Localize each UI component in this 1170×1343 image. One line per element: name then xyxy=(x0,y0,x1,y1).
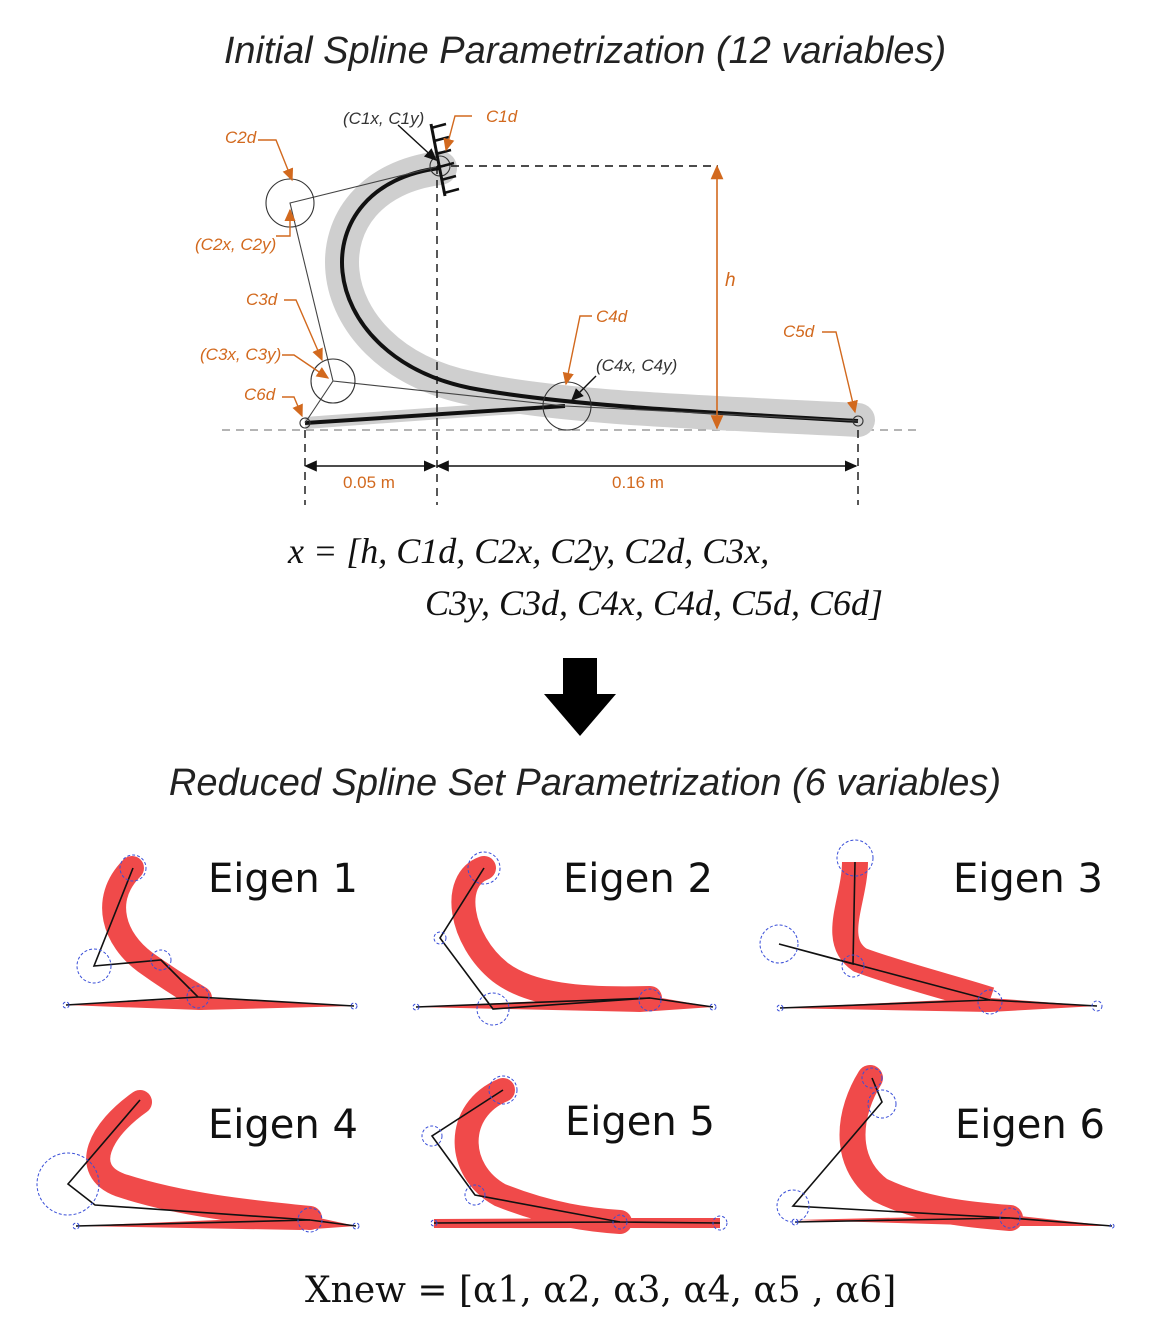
leader-c4d xyxy=(562,315,592,386)
leader-c5d xyxy=(822,331,858,414)
eigen-5-shape xyxy=(421,1075,728,1234)
control-polygon-edge xyxy=(304,380,334,424)
eigen-label-5: Eigen 5 xyxy=(565,1099,715,1145)
eigen-4-shape xyxy=(36,1090,360,1233)
leader-c2d xyxy=(258,139,294,182)
leader-c3d xyxy=(284,299,323,362)
label-c6d: C6d xyxy=(244,385,276,404)
reduced-title: Reduced Spline Set Parametrization (6 va… xyxy=(168,762,1002,804)
label-c4xy: (C4x, C4y) xyxy=(596,356,677,375)
label-c3xy: (C3x, C3y) xyxy=(200,345,281,364)
gray-thickness-band xyxy=(325,151,875,437)
leader-c1xy xyxy=(397,124,438,161)
control-circle-6 xyxy=(299,417,311,429)
label-dim-right: 0.16 m xyxy=(612,473,664,492)
leader-c2xy xyxy=(276,208,296,237)
spline-centerline xyxy=(340,166,859,423)
equation-x-line1: x = [h, C1d, C2x, C2y, C2d, C3x, xyxy=(288,530,769,572)
control-circle-5 xyxy=(852,415,864,427)
label-h: h xyxy=(725,270,736,291)
leader-c1d xyxy=(443,115,472,152)
label-c1d: C1d xyxy=(486,107,518,126)
label-c3d: C3d xyxy=(246,290,278,309)
eigen-1-shape xyxy=(62,854,358,1010)
label-dim-left: 0.05 m xyxy=(343,473,395,492)
equation-x-line2: C3y, C3d, C4x, C4d, C5d, C6d] xyxy=(425,582,883,624)
eigen-label-2: Eigen 2 xyxy=(563,856,713,902)
eigen-label-4: Eigen 4 xyxy=(208,1102,358,1148)
eigen-label-3: Eigen 3 xyxy=(953,856,1103,902)
label-c2d: C2d xyxy=(225,128,257,147)
leader-c3xy xyxy=(282,354,330,379)
equation-xnew: Xnew = [α1, α2, α3, α4, α5 , α6] xyxy=(305,1270,897,1311)
label-c1xy: (C1x, C1y) xyxy=(343,109,424,128)
equation-x-line1-text: x = [h, C1d, C2x, C2y, C2d, C3x, xyxy=(288,531,770,571)
label-c5d: C5d xyxy=(783,322,815,341)
eigen-6-shape xyxy=(776,1065,1115,1231)
equation-x-line2-text: C3y, C3d, C4x, C4d, C5d, C6d] xyxy=(425,583,884,623)
label-c4d: C4d xyxy=(596,307,628,326)
initial-spline-diagram: C2d C1d (C1x, C1y) (C2x, C2y) C3d (C3x, … xyxy=(195,107,918,505)
eigen-label-1: Eigen 1 xyxy=(208,856,358,902)
down-arrow-icon xyxy=(544,658,616,736)
spline-bottom-line xyxy=(304,404,566,425)
eigen-label-6: Eigen 6 xyxy=(955,1102,1105,1148)
eigen-3-shape xyxy=(759,839,1103,1015)
initial-title: Initial Spline Parametrization (12 varia… xyxy=(223,30,947,72)
label-c2xy: (C2x, C2y) xyxy=(195,235,276,254)
leader-c4xy xyxy=(571,375,597,401)
eigen-2-shape xyxy=(412,851,717,1026)
leader-c6d xyxy=(282,396,303,418)
control-circle-3 xyxy=(310,358,356,404)
